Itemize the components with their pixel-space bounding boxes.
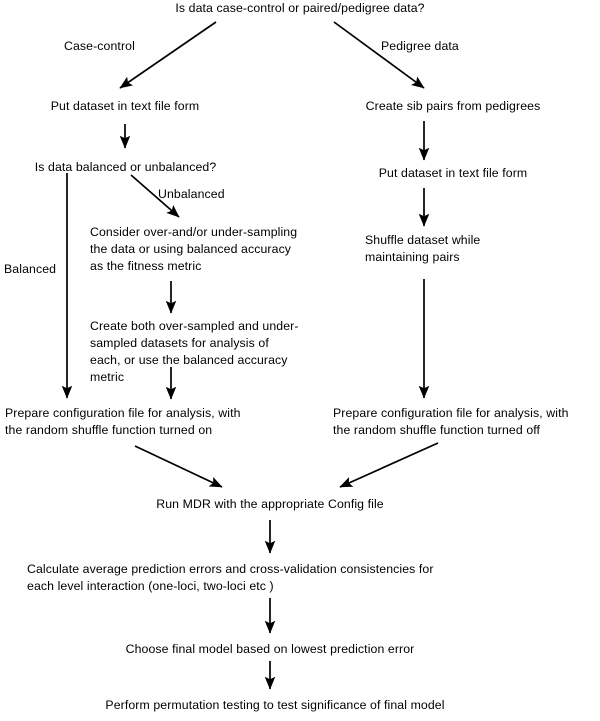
node-prepare-config-shuffle-on: Prepare configuration file for analysis,… [5,406,241,437]
node-create-oversampled-undersampled: Create both over-sampled and under- samp… [90,319,299,384]
edge-label-unbalanced: Unbalanced [158,187,225,201]
arrow-q1-to-case-control [119,21,217,89]
node-question-balanced: Is data balanced or unbalanced? [34,160,217,174]
node-consider-sampling: Consider over-and/or under-sampling the … [90,225,298,273]
edge-label-case-control: Case-control [64,39,135,53]
node-put-dataset-text-file-right: Put dataset in text file form [378,166,528,180]
arrow-prepareconfig-off-to-runmdr [339,442,439,488]
node-choose-final-model: Choose final model based on lowest predi… [125,642,415,656]
node-perform-permutation-testing: Perform permutation testing to test sign… [105,698,445,712]
node-shuffle-dataset: Shuffle dataset while maintaining pairs [365,233,481,264]
node-prepare-config-shuffle-off: Prepare configuration file for analysis,… [333,406,569,437]
edge-label-balanced: Balanced [4,262,57,276]
node-run-mdr: Run MDR with the appropriate Config file [156,497,384,511]
edge-label-pedigree-data: Pedigree data [381,39,459,53]
node-calculate-prediction-errors: Calculate average prediction errors and … [27,562,434,593]
node-put-dataset-text-file-left: Put dataset in text file form [50,99,200,113]
arrow-prepareconfig-on-to-runmdr [134,445,223,488]
arrow-q1-to-pedigree [333,21,425,89]
node-question-data-type: Is data case-control or paired/pedigree … [175,1,425,15]
node-create-sib-pairs: Create sib pairs from pedigrees [365,99,541,113]
